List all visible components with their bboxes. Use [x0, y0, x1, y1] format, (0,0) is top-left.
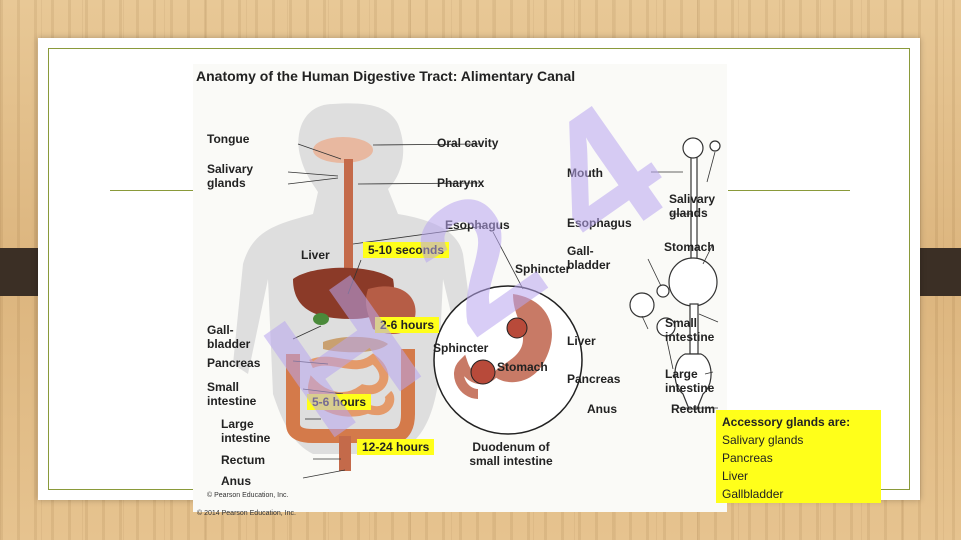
time-esophagus: 5-10 seconds	[363, 242, 450, 258]
schematic-label-salivary: Salivary glands	[669, 192, 716, 220]
label-salivary-glands: Salivary glands	[207, 162, 254, 190]
leader-lines	[287, 143, 719, 479]
label-sphincter-bottom: Sphincter	[433, 341, 489, 355]
accessory-item: Salivary glands	[722, 433, 804, 447]
accessory-item: Liver	[722, 469, 749, 483]
oral-region	[313, 137, 373, 163]
time-small-intestine: 5-6 hours	[307, 394, 372, 410]
figure-title: Anatomy of the Human Digestive Tract: Al…	[196, 68, 576, 84]
schematic-stomach	[668, 257, 718, 307]
schematic-label-liver: Liver	[567, 334, 596, 348]
schematic-label-gallbladder: Gall-bladder	[567, 244, 611, 272]
magnified-stomach	[493, 294, 552, 383]
schematic-label-small-intestine: Small intestine	[665, 316, 715, 344]
schematic-label-stomach: Stomach	[664, 240, 715, 254]
label-liver: Liver	[301, 248, 330, 262]
schematic-label-rectum: Rectum	[671, 402, 716, 416]
label-pancreas: Pancreas	[207, 356, 261, 370]
label-rectum: Rectum	[221, 453, 266, 467]
label-sphincter-top: Sphincter	[515, 262, 571, 276]
label-duodenum: Duodenum of small intestine	[469, 440, 553, 468]
pearson-credit: © Pearson Education, Inc.	[207, 492, 289, 499]
label-large-intestine: Large intestine	[221, 417, 271, 445]
label-gallbladder: Gall-bladder	[207, 323, 251, 351]
slide: Anatomy of the Human Digestive Tract: Al…	[38, 38, 920, 517]
sphincter-bottom-ring	[470, 359, 496, 385]
schematic-label-anus: Anus	[587, 402, 617, 416]
schematic-label-mouth: Mouth	[567, 166, 603, 180]
esophagus-shape	[344, 159, 353, 284]
label-esophagus: Esophagus	[445, 218, 510, 232]
gallbladder-shape	[313, 313, 329, 325]
schematic-salivary	[709, 140, 721, 152]
pancreas-shape	[323, 336, 388, 353]
rectum-shape	[339, 436, 351, 471]
label-anus: Anus	[221, 474, 251, 488]
sphincter-top-ring	[506, 317, 528, 339]
schematic-label-large-intestine: Large intestine	[665, 367, 715, 395]
large-intestine-shape	[286, 349, 415, 443]
accessory-item: Gallbladder	[722, 487, 784, 501]
schematic-large-intestine	[674, 353, 712, 410]
time-large-intestine: 12-24 hours	[357, 439, 435, 455]
divider-left	[110, 190, 194, 191]
label-pharynx: Pharynx	[437, 176, 485, 190]
label-small-intestine: Small intestine	[207, 380, 257, 408]
schematic-label-pancreas: Pancreas	[567, 372, 621, 386]
schematic-liver	[629, 292, 655, 318]
schematic-label-esophagus: Esophagus	[567, 216, 632, 230]
copyright-note: © 2014 Pearson Education, Inc.	[197, 510, 296, 517]
accessory-heading: Accessory glands are:	[722, 415, 851, 429]
schematic-gallbladder	[656, 284, 670, 298]
accessory-glands-box: Accessory glands are: Salivary glands Pa…	[716, 410, 881, 503]
digestive-figure: Anatomy of the Human Digestive Tract: Al…	[193, 64, 881, 517]
label-stomach: Stomach	[497, 360, 548, 374]
accessory-item: Pancreas	[722, 451, 773, 465]
label-tongue: Tongue	[207, 132, 250, 146]
divider-right	[728, 190, 850, 191]
schematic-mouth	[682, 137, 704, 159]
schematic-diagram	[629, 137, 721, 410]
label-oral-cavity: Oral cavity	[437, 136, 499, 150]
time-stomach: 2-6 hours	[375, 317, 440, 333]
